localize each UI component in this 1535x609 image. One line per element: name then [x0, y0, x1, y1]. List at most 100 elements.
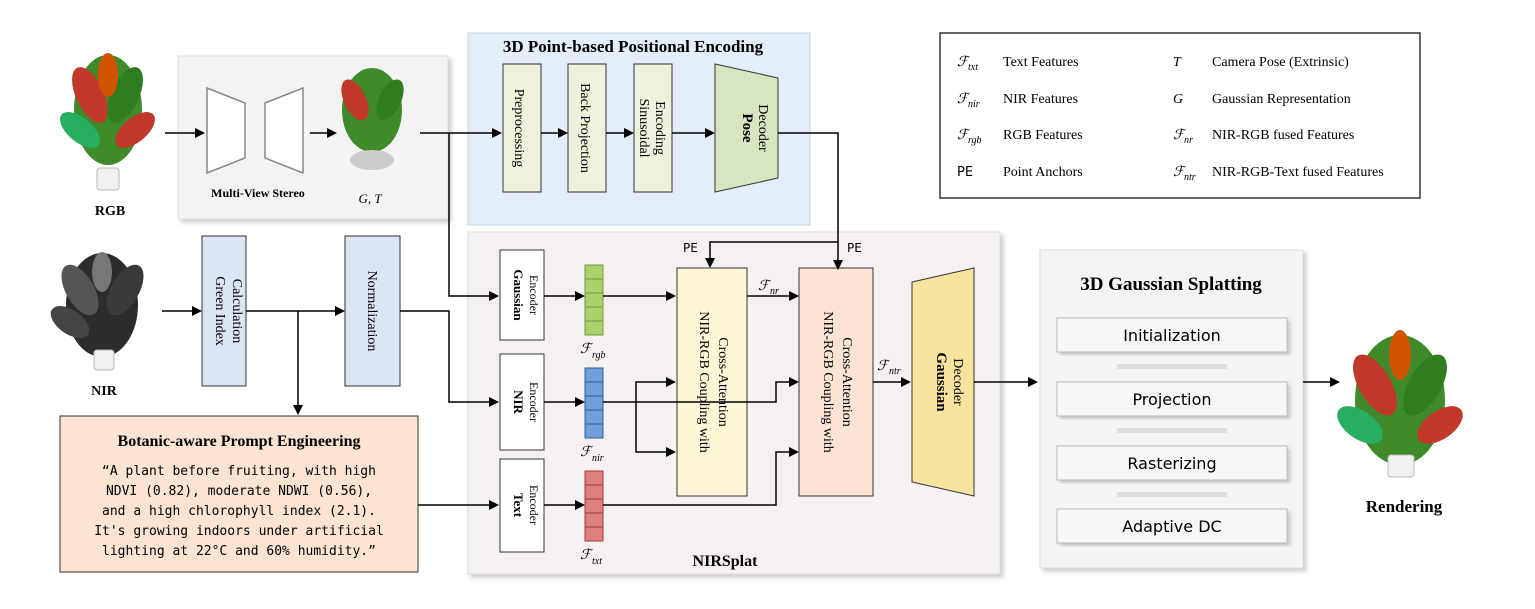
legend-g-text: Gaussian Representation [1212, 92, 1351, 107]
gs-step-rasterizing [1056, 445, 1288, 481]
coupling-2-label-1: NIR-RGB Coupling with [820, 311, 835, 453]
legend-rgb-symbol: ℱ [957, 128, 971, 143]
ntr-feature-subscript: ntr [889, 366, 901, 377]
rendering-output-label: Rendering [1366, 497, 1443, 516]
prompt-line-1: “A plant before fruiting, with high [102, 464, 376, 479]
nir-encoder-label-1: NIR [511, 390, 526, 414]
legend-pe-text: Point Anchors [1003, 165, 1083, 180]
gs-step-projection-label: Projection [1132, 390, 1211, 409]
ntr-feature-symbol: ℱ [877, 359, 891, 374]
gs-step-initialization-label: Initialization [1123, 326, 1221, 345]
legend-ntr-subscript: ntr [1184, 172, 1196, 183]
nir-feature-stack [584, 367, 604, 439]
back-projection-block [567, 63, 607, 193]
nir-input-label: NIR [91, 384, 118, 399]
legend-txt-text: Text Features [1003, 55, 1079, 70]
mvs-encoder-shape [206, 86, 246, 175]
nir-encoder-label-2: Encoder [527, 382, 541, 422]
legend-nir-subscript: nir [968, 99, 980, 110]
gs-step-projection [1056, 381, 1288, 417]
normalization-block [344, 235, 401, 387]
prompt-line-3: and a high chlorophyll index (2.1). [102, 504, 376, 519]
back-projection-label: Back Projection [577, 83, 592, 173]
sinusoidal-label: Sinusoidal [636, 98, 651, 157]
rgb-feature-subscript: rgb [592, 350, 606, 361]
mvs-plant-image [341, 68, 404, 170]
legend-txt-symbol: ℱ [957, 55, 971, 70]
text-encoder-block [499, 458, 545, 553]
legend-ntr-text: NIR-RGB-Text fused Features [1212, 165, 1384, 180]
nirsplat-title: NIRSplat [693, 553, 759, 570]
nir-feature-symbol: ℱ [580, 445, 594, 460]
prompt-panel [59, 415, 419, 573]
pose-decoder-decoder-label: Decoder [755, 104, 770, 152]
legend-t-text: Camera Pose (Extrinsic) [1212, 55, 1349, 70]
text-encoder-label-2: Encoder [527, 485, 541, 525]
rgb-plant-image [60, 53, 155, 191]
rgb-feature-stack [584, 264, 604, 336]
pe-tag-1: PE [683, 241, 698, 255]
pose-decoder-block [714, 63, 779, 193]
coupling-2-label-2: Cross-Attention [839, 337, 854, 426]
pose-decoder-pose-label: Pose [739, 113, 755, 143]
mvs-label: Multi-View Stereo [211, 186, 305, 200]
coupling-block-1 [676, 267, 748, 497]
green-index-label-2: Calculation [229, 279, 244, 344]
legend-right-column: T Camera Pose (Extrinsic) G Gaussian Rep… [1173, 55, 1384, 183]
rgb-feature-symbol: ℱ [580, 342, 594, 357]
gs-title: 3D Gaussian Splatting [1080, 274, 1262, 295]
gs-step-adaptive-dc [1056, 508, 1288, 544]
rgb-input-label: RGB [95, 204, 125, 219]
pe-panel-title: 3D Point-based Positional Encoding [503, 37, 764, 56]
text-encoder-label-1: Text [511, 493, 526, 518]
preprocessing-block [502, 63, 542, 193]
legend-g-symbol: G [1173, 92, 1183, 107]
coupling-block-2 [798, 267, 874, 497]
mvs-output-label: G, T [358, 191, 382, 206]
mvs-decoder-shape [264, 86, 304, 175]
legend-t-symbol: T [1173, 55, 1182, 70]
coupling-1-label-1: NIR-RGB Coupling with [696, 311, 711, 453]
legend-ntr-symbol: ℱ [1173, 165, 1187, 180]
green-index-label-1: Green Index [212, 276, 227, 346]
legend-txt-subscript: txt [968, 62, 978, 73]
legend-nir-symbol: ℱ [957, 92, 971, 107]
legend-rgb-text: RGB Features [1003, 128, 1083, 143]
legend-nr-text: NIR-RGB fused Features [1212, 128, 1354, 143]
txt-feature-stack [584, 470, 604, 542]
rendering-plant-image [1337, 330, 1463, 478]
nir-encoder-block [499, 353, 545, 451]
gs-step-initialization [1056, 317, 1288, 353]
prompt-line-2: NDVI (0.82), moderate NDWI (0.56), [106, 484, 372, 499]
gs-step-rasterizing-label: Rasterizing [1127, 454, 1216, 473]
gaussian-decoder-label-2: Decoder [950, 358, 965, 406]
prompt-title: Botanic-aware Prompt Engineering [118, 433, 361, 450]
legend-nr-symbol: ℱ [1173, 128, 1187, 143]
prompt-line-4: It's growing indoors under artificial [94, 524, 384, 539]
gs-step-connector-1 [1117, 364, 1227, 369]
nir-plant-image [50, 252, 144, 371]
txt-feature-symbol: ℱ [580, 548, 594, 563]
gaussian-decoder-label-1: Gaussian [933, 352, 949, 412]
legend-pe-symbol: PE [957, 165, 973, 180]
nir-feature-subscript: nir [592, 453, 604, 464]
gs-step-connector-2 [1117, 428, 1227, 433]
gaussian-encoder-label-2: Encoder [527, 275, 541, 315]
prompt-line-5: lighting at 22°C and 60% humidity.” [102, 544, 376, 559]
sinusoidal-encoding-block [633, 63, 673, 193]
legend-rgb-subscript: rgb [968, 135, 982, 146]
nr-feature-subscript: nr [770, 286, 779, 297]
gaussian-encoder-label-1: Gaussian [511, 269, 526, 321]
legend-box [939, 32, 1421, 199]
normalization-label: Normalization [364, 271, 379, 352]
txt-feature-subscript: txt [592, 556, 602, 567]
gs-step-adaptive-dc-label: Adaptive DC [1122, 517, 1221, 536]
encoding-label: Encoding [652, 101, 667, 155]
legend-nr-subscript: nr [1184, 135, 1193, 146]
connectors [162, 128, 1340, 510]
gaussian-encoder-block [499, 249, 545, 341]
nr-feature-symbol: ℱ [758, 279, 772, 294]
gs-step-connector-3 [1117, 492, 1227, 497]
legend-left-column: ℱ txt Text Features ℱ nir NIR Features ℱ… [957, 55, 1083, 180]
